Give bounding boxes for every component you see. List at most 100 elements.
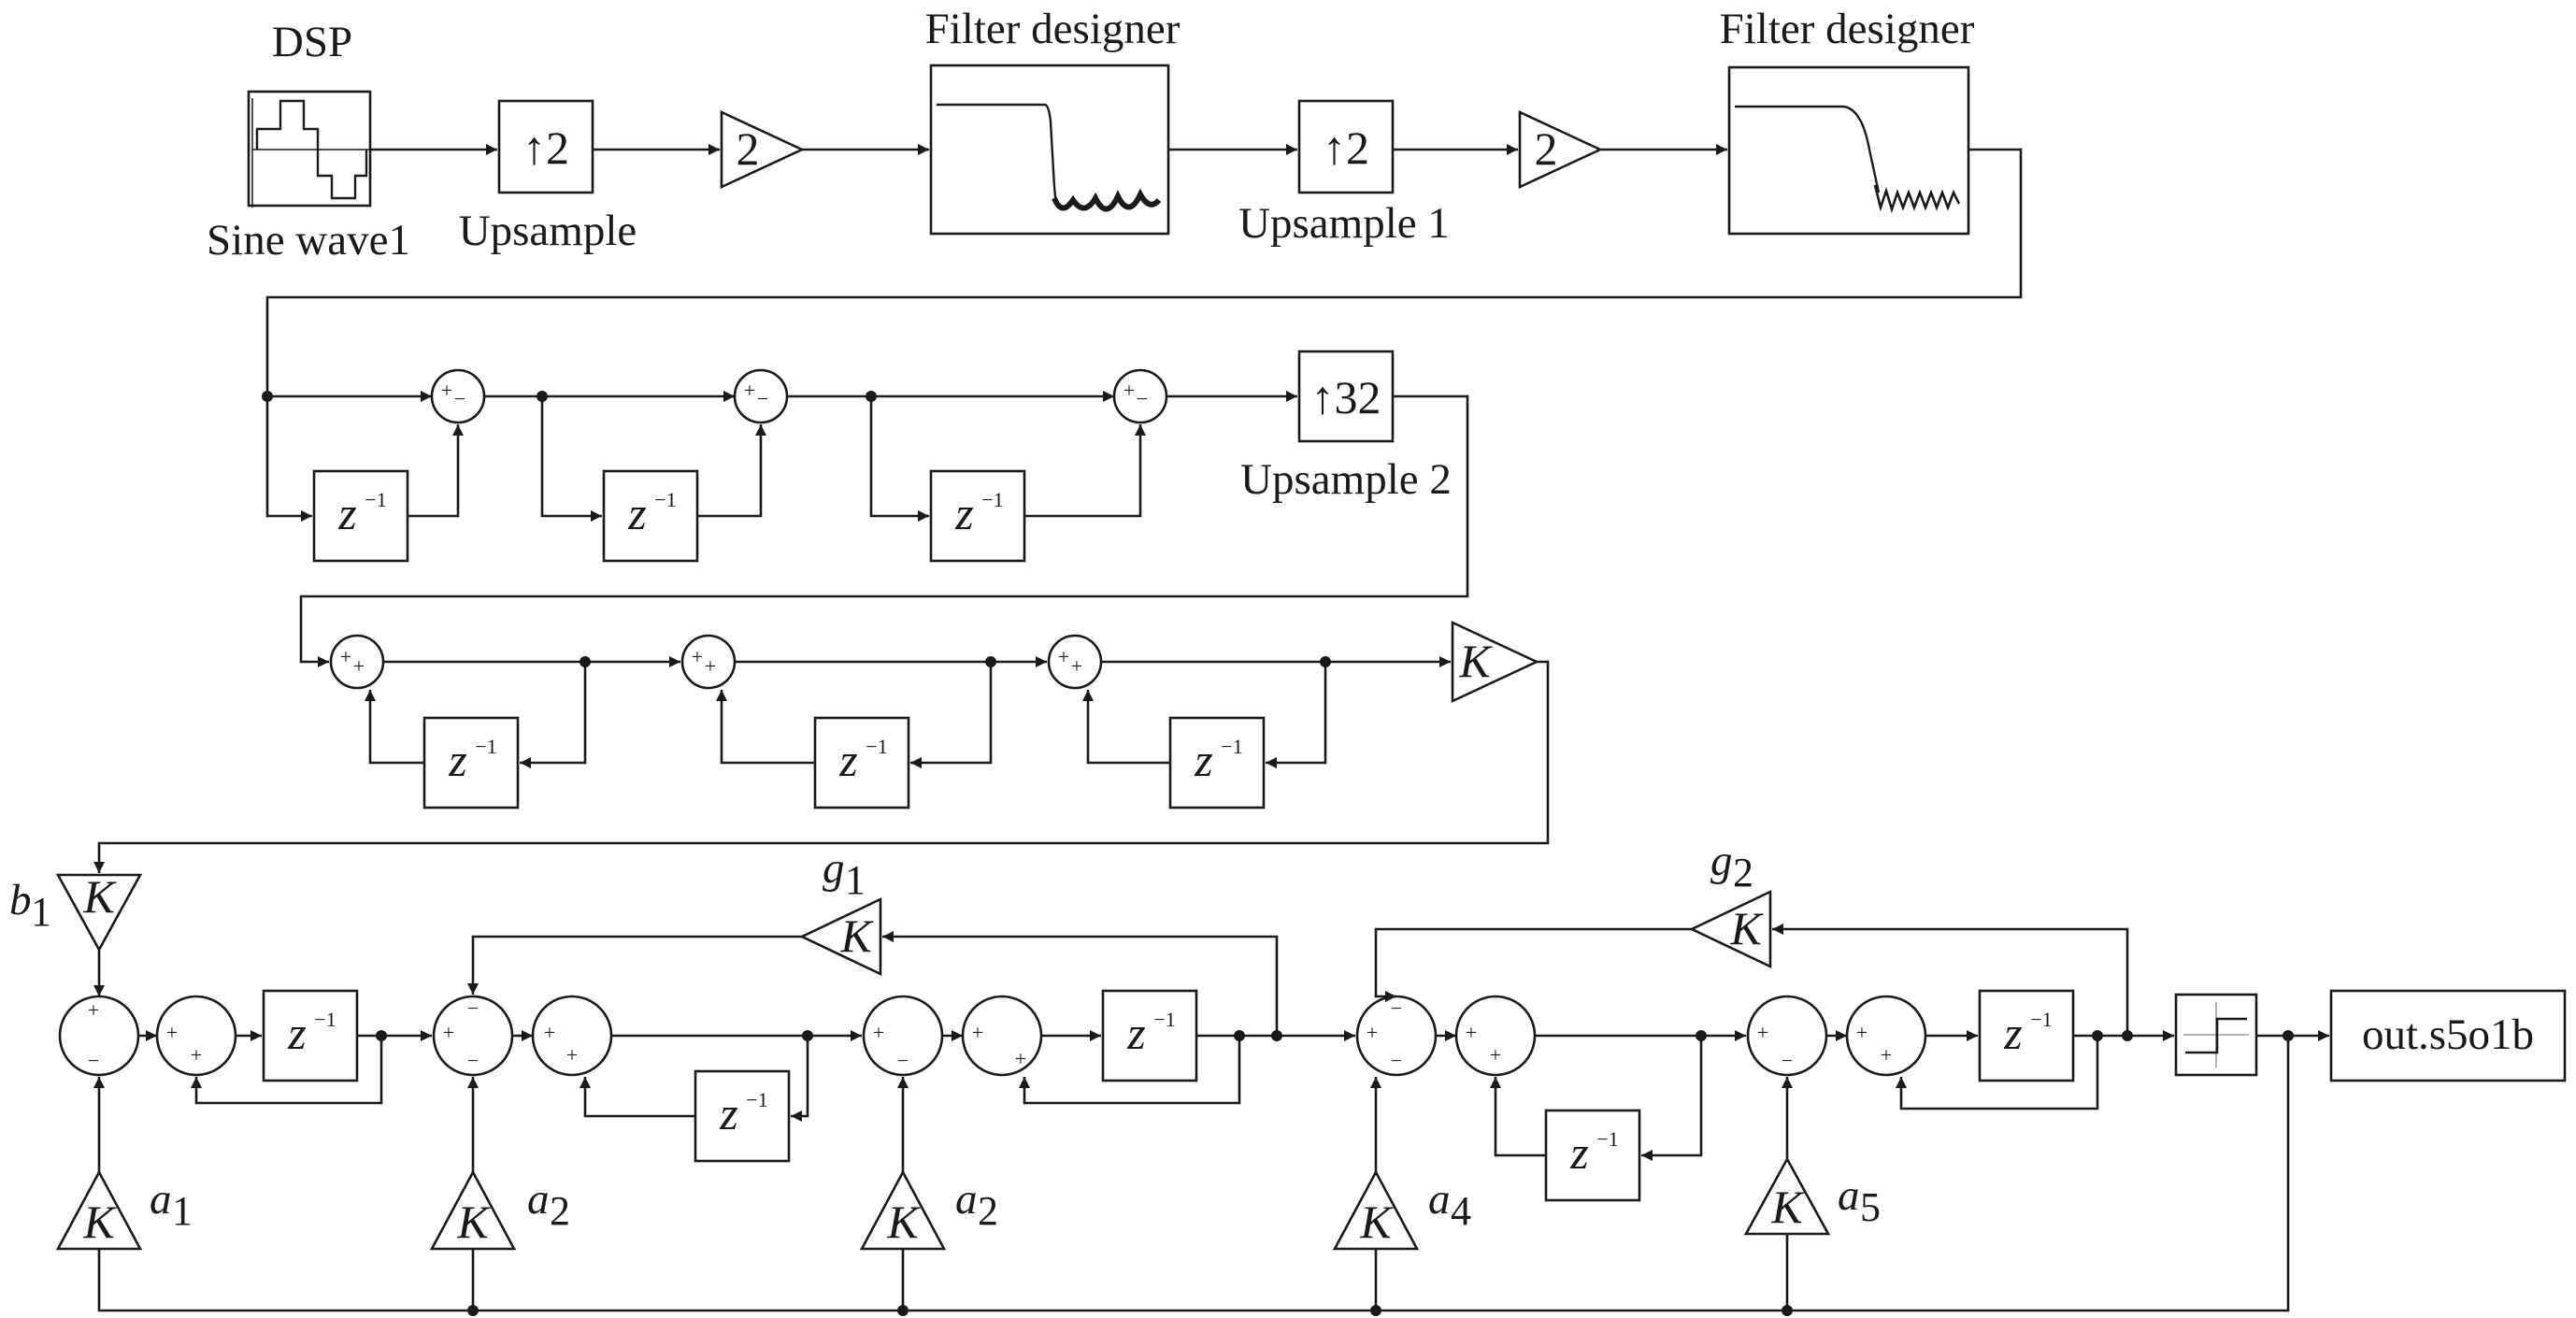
delay-exponent: −1 [746, 1088, 767, 1111]
g1-gain[interactable]: K [798, 896, 882, 977]
a1-gain[interactable]: K [55, 1169, 143, 1251]
sine-wave-block[interactable] [247, 90, 372, 208]
comb-delay-2[interactable]: z −1 [602, 469, 699, 563]
sign-minus: − [467, 1049, 479, 1072]
output-label: out.s5o1b [2362, 1010, 2534, 1059]
gain-k-text: K [1729, 902, 1764, 954]
delay-z: z [1569, 1126, 1588, 1179]
sign-plus: + [692, 645, 703, 668]
gain-2-block[interactable]: 2 [720, 109, 806, 190]
delay-z: z [627, 487, 646, 539]
gain-k-text: K [886, 1196, 921, 1248]
a5-label: a [1838, 1171, 1860, 1220]
comb-delay-3[interactable]: z −1 [929, 469, 1026, 563]
sign-minus: − [88, 1049, 99, 1072]
row-2-comb-section: + − + − + − ↑32 Upsample 2 z −1 [262, 350, 1469, 667]
lowpass-response-2-icon [1735, 105, 1881, 193]
b1-subscript: 1 [31, 889, 51, 935]
sign-plus: + [340, 645, 351, 668]
quantizer-step-icon [2185, 1017, 2247, 1054]
g2-label: g [1710, 837, 1733, 885]
g1-label: g [823, 844, 845, 893]
sign-plus: + [972, 1021, 983, 1044]
a5-gain[interactable]: K [1743, 1156, 1831, 1236]
mod-delay-1[interactable]: z −1 [262, 989, 359, 1082]
comb-delay-1[interactable]: z −1 [312, 469, 409, 563]
a1-label: a [150, 1175, 172, 1224]
gain-2b-value: 2 [1535, 122, 1558, 175]
delay-exponent: −1 [1153, 1008, 1175, 1031]
sign-plus: + [566, 1043, 578, 1067]
delay-exponent: −1 [314, 1008, 336, 1031]
gain-2b-block[interactable]: 2 [1518, 109, 1604, 190]
sign-plus: + [1856, 1021, 1868, 1044]
delay-z: z [337, 487, 356, 539]
a2-gain[interactable]: K [429, 1169, 517, 1251]
mod-delay-2[interactable]: z −1 [694, 1069, 791, 1163]
sign-plus: + [873, 1021, 884, 1044]
sine-wave-icon [255, 99, 368, 200]
sign-minus: − [1137, 387, 1148, 410]
upsample-1-factor: ↑2 [1323, 122, 1369, 174]
sign-minus: − [1391, 1049, 1402, 1072]
delay-z: z [448, 734, 466, 786]
sign-minus: − [1391, 996, 1402, 1020]
a4-subscript: 4 [1451, 1188, 1471, 1234]
upsample-label: Upsample [459, 207, 637, 255]
sign-plus: + [443, 1021, 454, 1044]
mod-delay-3[interactable]: z −1 [1101, 989, 1198, 1082]
a2-label: a [527, 1175, 550, 1224]
a1-subscript: 1 [172, 1188, 193, 1234]
quantizer-block[interactable] [2174, 993, 2258, 1077]
integrator-delay-1[interactable]: z −1 [422, 716, 520, 809]
delay-exponent: −1 [475, 735, 496, 758]
row-4-modulator: K b 1 + − + + z −1 + − − + + [9, 837, 2567, 1316]
g2-gain[interactable]: K [1688, 889, 1772, 969]
mod-delay-4[interactable]: z −1 [1544, 1109, 1641, 1202]
integrator-delay-3[interactable]: z −1 [1168, 716, 1266, 809]
dsp-label: DSP [272, 18, 352, 66]
delay-z: z [2003, 1007, 2022, 1059]
gain-k-text: K [1458, 635, 1493, 687]
sign-plus: + [1015, 1047, 1026, 1070]
a3-gain[interactable]: K [859, 1169, 947, 1251]
gain-k-text: K [456, 1196, 491, 1248]
sign-plus: + [1757, 1021, 1768, 1044]
upsample-block[interactable]: ↑2 [497, 99, 594, 194]
delay-z: z [838, 734, 857, 786]
integrator-gain-k[interactable]: K [1451, 620, 1540, 704]
upsample-2-factor: ↑32 [1311, 371, 1381, 423]
sign-plus: + [1490, 1043, 1501, 1067]
upsample-1-block[interactable]: ↑2 [1297, 99, 1395, 194]
b1-gain[interactable]: K [55, 870, 143, 953]
gain-k-text: K [1770, 1181, 1805, 1233]
upsample-2-block[interactable]: ↑32 [1297, 350, 1395, 443]
filter-designer-2-block[interactable] [1727, 65, 1970, 236]
filter-designer-1-block[interactable] [929, 64, 1170, 236]
output-block[interactable]: out.s5o1b [2329, 989, 2567, 1082]
gain-2-value: 2 [737, 122, 760, 175]
sign-plus: + [1881, 1043, 1892, 1067]
g2-subscript: 2 [1733, 850, 1753, 895]
g1-subscript: 1 [845, 857, 866, 903]
delay-z: z [1194, 734, 1212, 786]
sign-plus: + [1071, 654, 1082, 678]
a4-gain[interactable]: K [1332, 1169, 1420, 1251]
mod-delay-5[interactable]: z −1 [1978, 989, 2075, 1082]
sign-plus: + [353, 654, 365, 678]
integrator-delay-2[interactable]: z −1 [813, 716, 910, 809]
sign-plus: + [1367, 1021, 1378, 1044]
a3-label: a [955, 1175, 978, 1224]
sign-minus: − [757, 387, 768, 410]
sign-plus: + [544, 1021, 555, 1044]
sign-minus: − [1782, 1049, 1793, 1072]
filter-designer-2-label: Filter designer [1720, 5, 1975, 53]
sign-plus: + [166, 1021, 178, 1044]
sign-plus: + [441, 379, 452, 402]
delay-exponent: −1 [365, 488, 386, 511]
sign-minus: − [467, 996, 479, 1020]
filter-designer-1-label: Filter designer [925, 5, 1181, 53]
sign-plus: + [744, 379, 755, 402]
delay-exponent: −1 [654, 488, 676, 511]
